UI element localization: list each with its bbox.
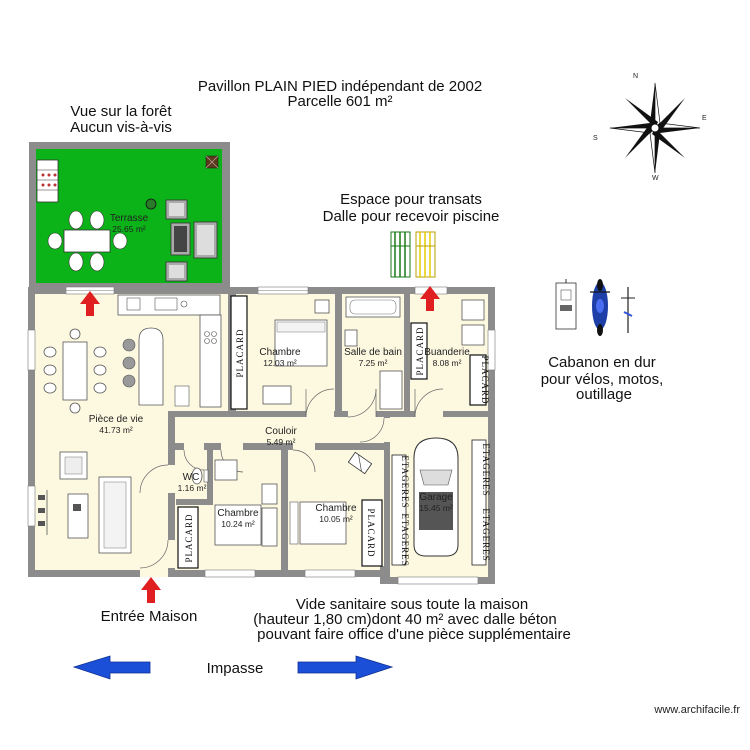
svg-text:ETAGERES: ETAGERES	[400, 455, 410, 508]
street-arrow-right-icon	[297, 655, 394, 680]
bicycle-icon	[621, 287, 635, 333]
car-icon	[413, 437, 459, 557]
room-area-buanderie: 8.08 m²	[433, 358, 462, 368]
entrance-arrow-icon	[141, 577, 161, 603]
svg-text:ETAGERES: ETAGERES	[481, 443, 491, 496]
room-label-sdb: Salle de bain	[344, 347, 402, 358]
svg-text:ETAGERES: ETAGERES	[481, 508, 491, 561]
room-area-sdb: 7.25 m²	[359, 358, 388, 368]
garden-access-arrow-icon	[420, 286, 440, 311]
bed-chambre-2	[214, 504, 262, 546]
room-area-garage: 15.45 m²	[419, 503, 453, 513]
placard-label-chambre-2: PLACARD	[184, 513, 194, 562]
terrace-lawn	[36, 149, 222, 283]
placard-box-buanderie	[410, 322, 428, 380]
room-label-buanderie: Buanderie	[424, 347, 470, 358]
cabanon-note-line-2: pour vélos, motos,	[541, 371, 664, 388]
room-label-couloir: Couloir	[265, 426, 297, 437]
lawnmower-icon	[555, 279, 577, 330]
room-label-chambre-1: Chambre	[259, 347, 301, 358]
room-label-garage: Garage	[419, 492, 453, 503]
crawlspace-note-line-3: pouvant faire office d'une pièce supplém…	[257, 626, 571, 643]
room-area-couloir: 5.49 m²	[267, 437, 296, 447]
header-line-2: Parcelle 601 m²	[287, 93, 392, 110]
street-arrow-left-icon	[72, 655, 151, 680]
room-label-piece-de-vie: Pièce de vie	[89, 414, 144, 425]
placard-box-buanderie-2	[469, 354, 487, 406]
crawlspace-note-line-2: (hauteur 1,80 cm)dont 40 m² avec dalle b…	[253, 611, 557, 628]
forest-note-line-1: Vue sur la forêt	[70, 103, 172, 120]
transats-note-line-2: Dalle pour recevoir piscine	[323, 208, 500, 225]
terrace-table	[63, 229, 111, 253]
garage-shelves-right: ETAGERES ETAGERES	[471, 439, 491, 566]
floor-couloir	[175, 417, 384, 443]
cabanon-note-line-1: Cabanon en dur	[548, 354, 656, 371]
room-label-wc: WC	[183, 472, 200, 483]
deck-chairs-icon	[390, 231, 436, 278]
kitchen-counter-side	[199, 314, 222, 408]
terrace-access-arrow-icon	[80, 291, 100, 316]
motorbike-icon	[590, 279, 610, 336]
compass-e: E	[702, 115, 707, 122]
cabanon-note-line-3: outillage	[576, 386, 632, 403]
room-area-wc: 1.16 m²	[178, 483, 207, 493]
garage-shelves-left: ETAGERES ETAGERES	[391, 454, 410, 567]
terrace-plant-icon	[145, 198, 157, 210]
placard-box-chambre-3	[361, 499, 383, 567]
dining-table	[62, 341, 88, 401]
living-armchair	[59, 451, 88, 480]
room-label-chambre-2: Chambre	[217, 508, 259, 519]
header-line-1: Pavillon PLAIN PIED indépendant de 2002	[198, 78, 482, 95]
placard-label-buanderie-2: PLACARD	[480, 355, 490, 404]
street-label: Impasse	[207, 660, 264, 677]
crawlspace-note-line-1: Vide sanitaire sous toute la maison	[296, 596, 528, 613]
transats-note-line-1: Espace pour transats	[340, 191, 482, 208]
room-label-terrasse: Terrasse	[110, 213, 149, 224]
toilet	[191, 467, 203, 485]
compass-n: N	[633, 73, 638, 80]
placard-box-chambre-1	[230, 295, 248, 410]
placard-label-buanderie: PLACARD	[415, 326, 425, 375]
shower	[379, 370, 403, 410]
compass-s: S	[593, 135, 598, 142]
watermark: www.archifacile.fr	[653, 704, 740, 716]
tv-console	[67, 493, 89, 539]
bathroom-sink	[344, 329, 358, 347]
room-area-terrasse: 25.65 m²	[112, 224, 146, 234]
placard-box-chambre-2	[177, 506, 199, 569]
compass-rose-icon: N S E W	[593, 73, 707, 182]
room-area-chambre-1: 12.03 m²	[263, 358, 297, 368]
compass-w: W	[652, 175, 659, 182]
room-area-piece-de-vie: 41.73 m²	[99, 425, 133, 435]
room-area-chambre-2: 10.24 m²	[221, 519, 255, 529]
room-label-chambre-3: Chambre	[315, 503, 357, 514]
entrance-label: Entrée Maison	[101, 608, 198, 625]
svg-text:ETAGERES: ETAGERES	[400, 513, 410, 566]
desk-chair-icon	[347, 451, 373, 475]
terrace-shelf	[36, 159, 59, 203]
kitchen-island	[138, 327, 164, 406]
placard-label-chambre-3: PLACARD	[366, 508, 376, 557]
room-area-chambre-3: 10.05 m²	[319, 514, 353, 524]
bed-chambre-3	[299, 501, 347, 545]
placard-label-chambre-1: PLACARD	[235, 328, 245, 377]
forest-note-line-2: Aucun vis-à-vis	[70, 119, 172, 136]
